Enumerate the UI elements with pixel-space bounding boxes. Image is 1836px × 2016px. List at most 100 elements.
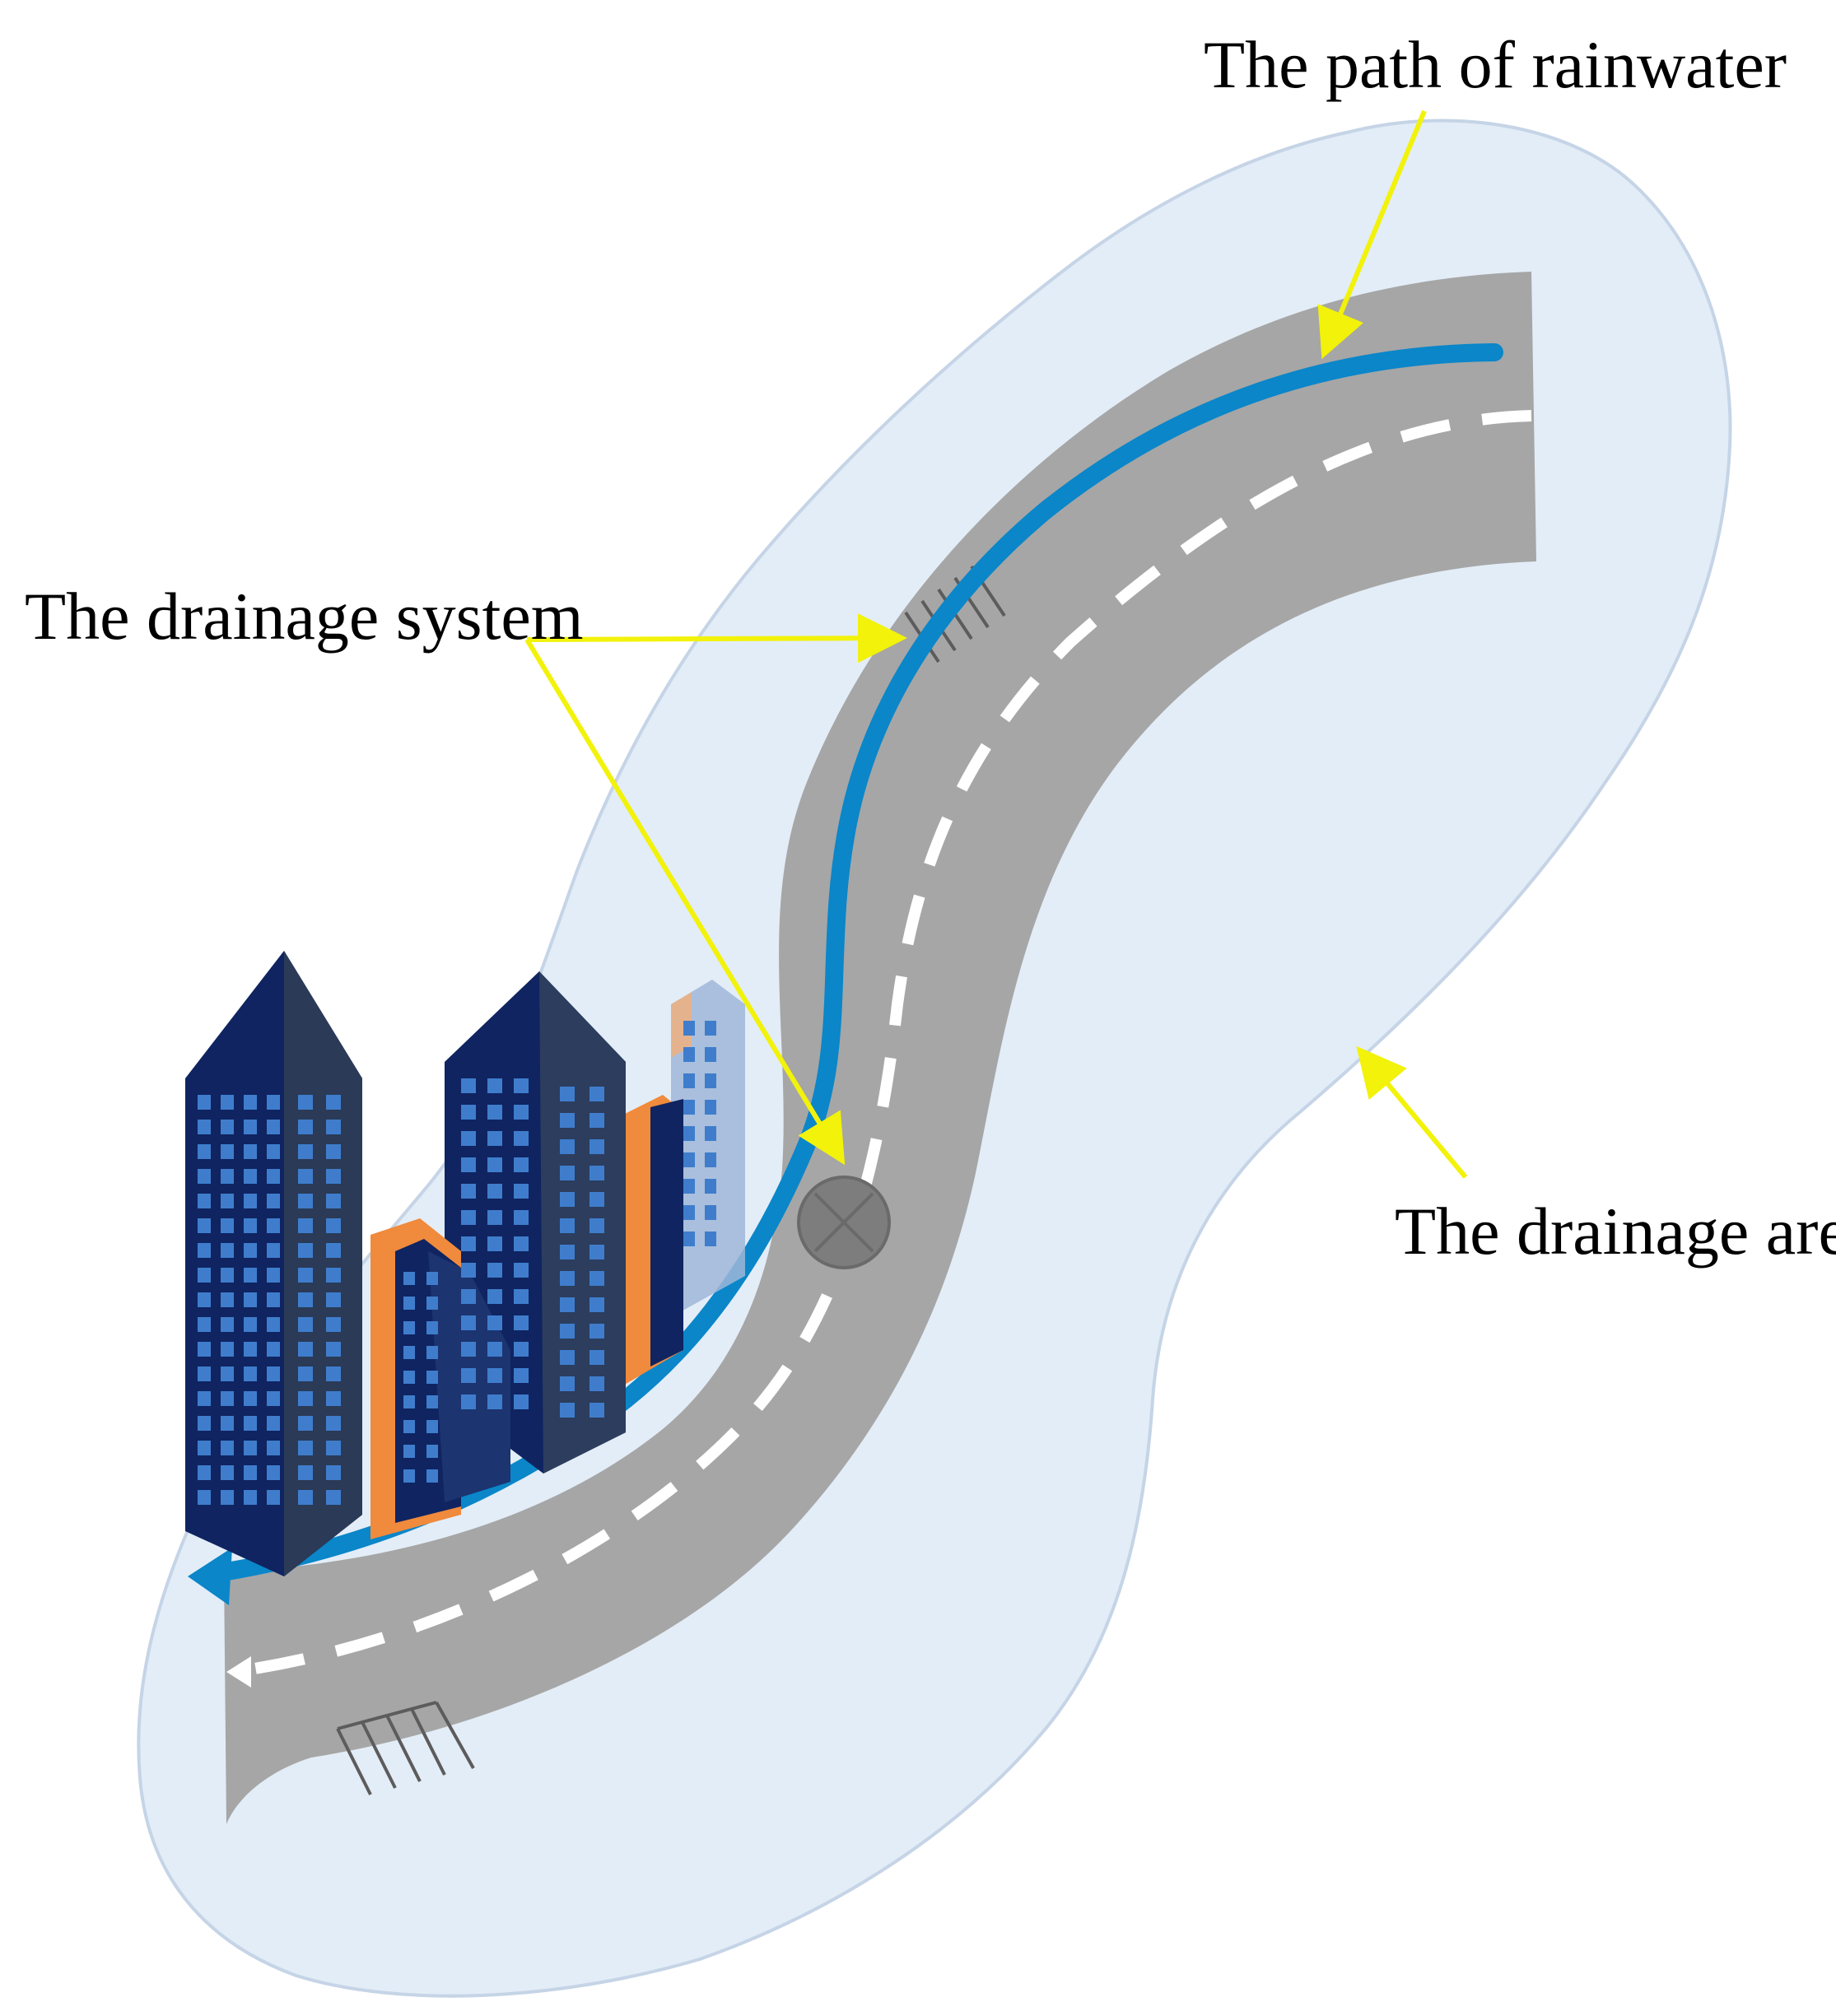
window xyxy=(683,1100,695,1115)
window xyxy=(198,1218,211,1233)
window xyxy=(298,1416,313,1431)
window xyxy=(267,1144,280,1159)
window xyxy=(267,1465,280,1480)
window xyxy=(487,1105,502,1120)
system-pointer-grate xyxy=(526,613,907,663)
window xyxy=(514,1078,529,1093)
window xyxy=(198,1243,211,1258)
window xyxy=(221,1416,234,1431)
window xyxy=(221,1292,234,1307)
window xyxy=(461,1184,476,1199)
window xyxy=(267,1169,280,1184)
window xyxy=(326,1367,341,1381)
window xyxy=(326,1194,341,1208)
window xyxy=(426,1445,438,1458)
window xyxy=(589,1297,604,1312)
window xyxy=(705,1179,716,1194)
window xyxy=(326,1465,341,1480)
window xyxy=(221,1144,234,1159)
window xyxy=(560,1271,575,1286)
window xyxy=(426,1321,438,1334)
window xyxy=(560,1245,575,1259)
window xyxy=(326,1342,341,1357)
window xyxy=(403,1297,415,1310)
window xyxy=(244,1243,257,1258)
window xyxy=(198,1441,211,1455)
label-drainage-area: The drainage area xyxy=(1395,1194,1836,1269)
window xyxy=(461,1210,476,1225)
window xyxy=(244,1194,257,1208)
window xyxy=(514,1131,529,1146)
window xyxy=(589,1324,604,1339)
window xyxy=(403,1346,415,1359)
window xyxy=(244,1317,257,1332)
window xyxy=(198,1465,211,1480)
window xyxy=(221,1095,234,1110)
window xyxy=(487,1368,502,1383)
window xyxy=(461,1289,476,1304)
window xyxy=(683,1073,695,1088)
window xyxy=(326,1416,341,1431)
window xyxy=(487,1184,502,1199)
window xyxy=(403,1469,415,1483)
window xyxy=(589,1192,604,1207)
window xyxy=(403,1371,415,1384)
window xyxy=(221,1342,234,1357)
window xyxy=(298,1095,313,1110)
window xyxy=(487,1289,502,1304)
window xyxy=(589,1245,604,1259)
window xyxy=(461,1368,476,1383)
window xyxy=(461,1131,476,1146)
window xyxy=(267,1095,280,1110)
window xyxy=(298,1292,313,1307)
area-pointer xyxy=(1356,1045,1468,1179)
window xyxy=(244,1169,257,1184)
window xyxy=(298,1342,313,1357)
window xyxy=(705,1021,716,1036)
window xyxy=(487,1263,502,1278)
window xyxy=(560,1113,575,1128)
window xyxy=(326,1169,341,1184)
window xyxy=(298,1441,313,1455)
window xyxy=(560,1403,575,1418)
window xyxy=(267,1120,280,1134)
window xyxy=(589,1218,604,1233)
window xyxy=(403,1445,415,1458)
window xyxy=(267,1490,280,1505)
window xyxy=(244,1367,257,1381)
road xyxy=(224,272,1536,1824)
window xyxy=(326,1243,341,1258)
system-pointer-manhole xyxy=(524,638,846,1166)
window xyxy=(589,1113,604,1128)
window xyxy=(298,1465,313,1480)
window xyxy=(298,1317,313,1332)
window xyxy=(221,1317,234,1332)
window xyxy=(267,1367,280,1381)
window xyxy=(461,1236,476,1251)
window xyxy=(705,1126,716,1141)
window xyxy=(705,1231,716,1246)
window xyxy=(683,1205,695,1220)
window xyxy=(514,1184,529,1199)
window xyxy=(514,1210,529,1225)
window xyxy=(683,1179,695,1194)
window xyxy=(426,1395,438,1408)
window xyxy=(298,1194,313,1208)
window xyxy=(426,1346,438,1359)
window xyxy=(403,1321,415,1334)
window xyxy=(487,1236,502,1251)
window xyxy=(514,1368,529,1383)
window xyxy=(487,1157,502,1172)
window xyxy=(514,1105,529,1120)
window xyxy=(198,1367,211,1381)
window xyxy=(244,1268,257,1283)
window xyxy=(560,1297,575,1312)
window xyxy=(198,1120,211,1134)
window xyxy=(326,1144,341,1159)
window xyxy=(560,1192,575,1207)
window xyxy=(461,1157,476,1172)
label-path-of-rainwater: The path of rainwater xyxy=(1204,27,1787,102)
window xyxy=(198,1292,211,1307)
window xyxy=(221,1268,234,1283)
